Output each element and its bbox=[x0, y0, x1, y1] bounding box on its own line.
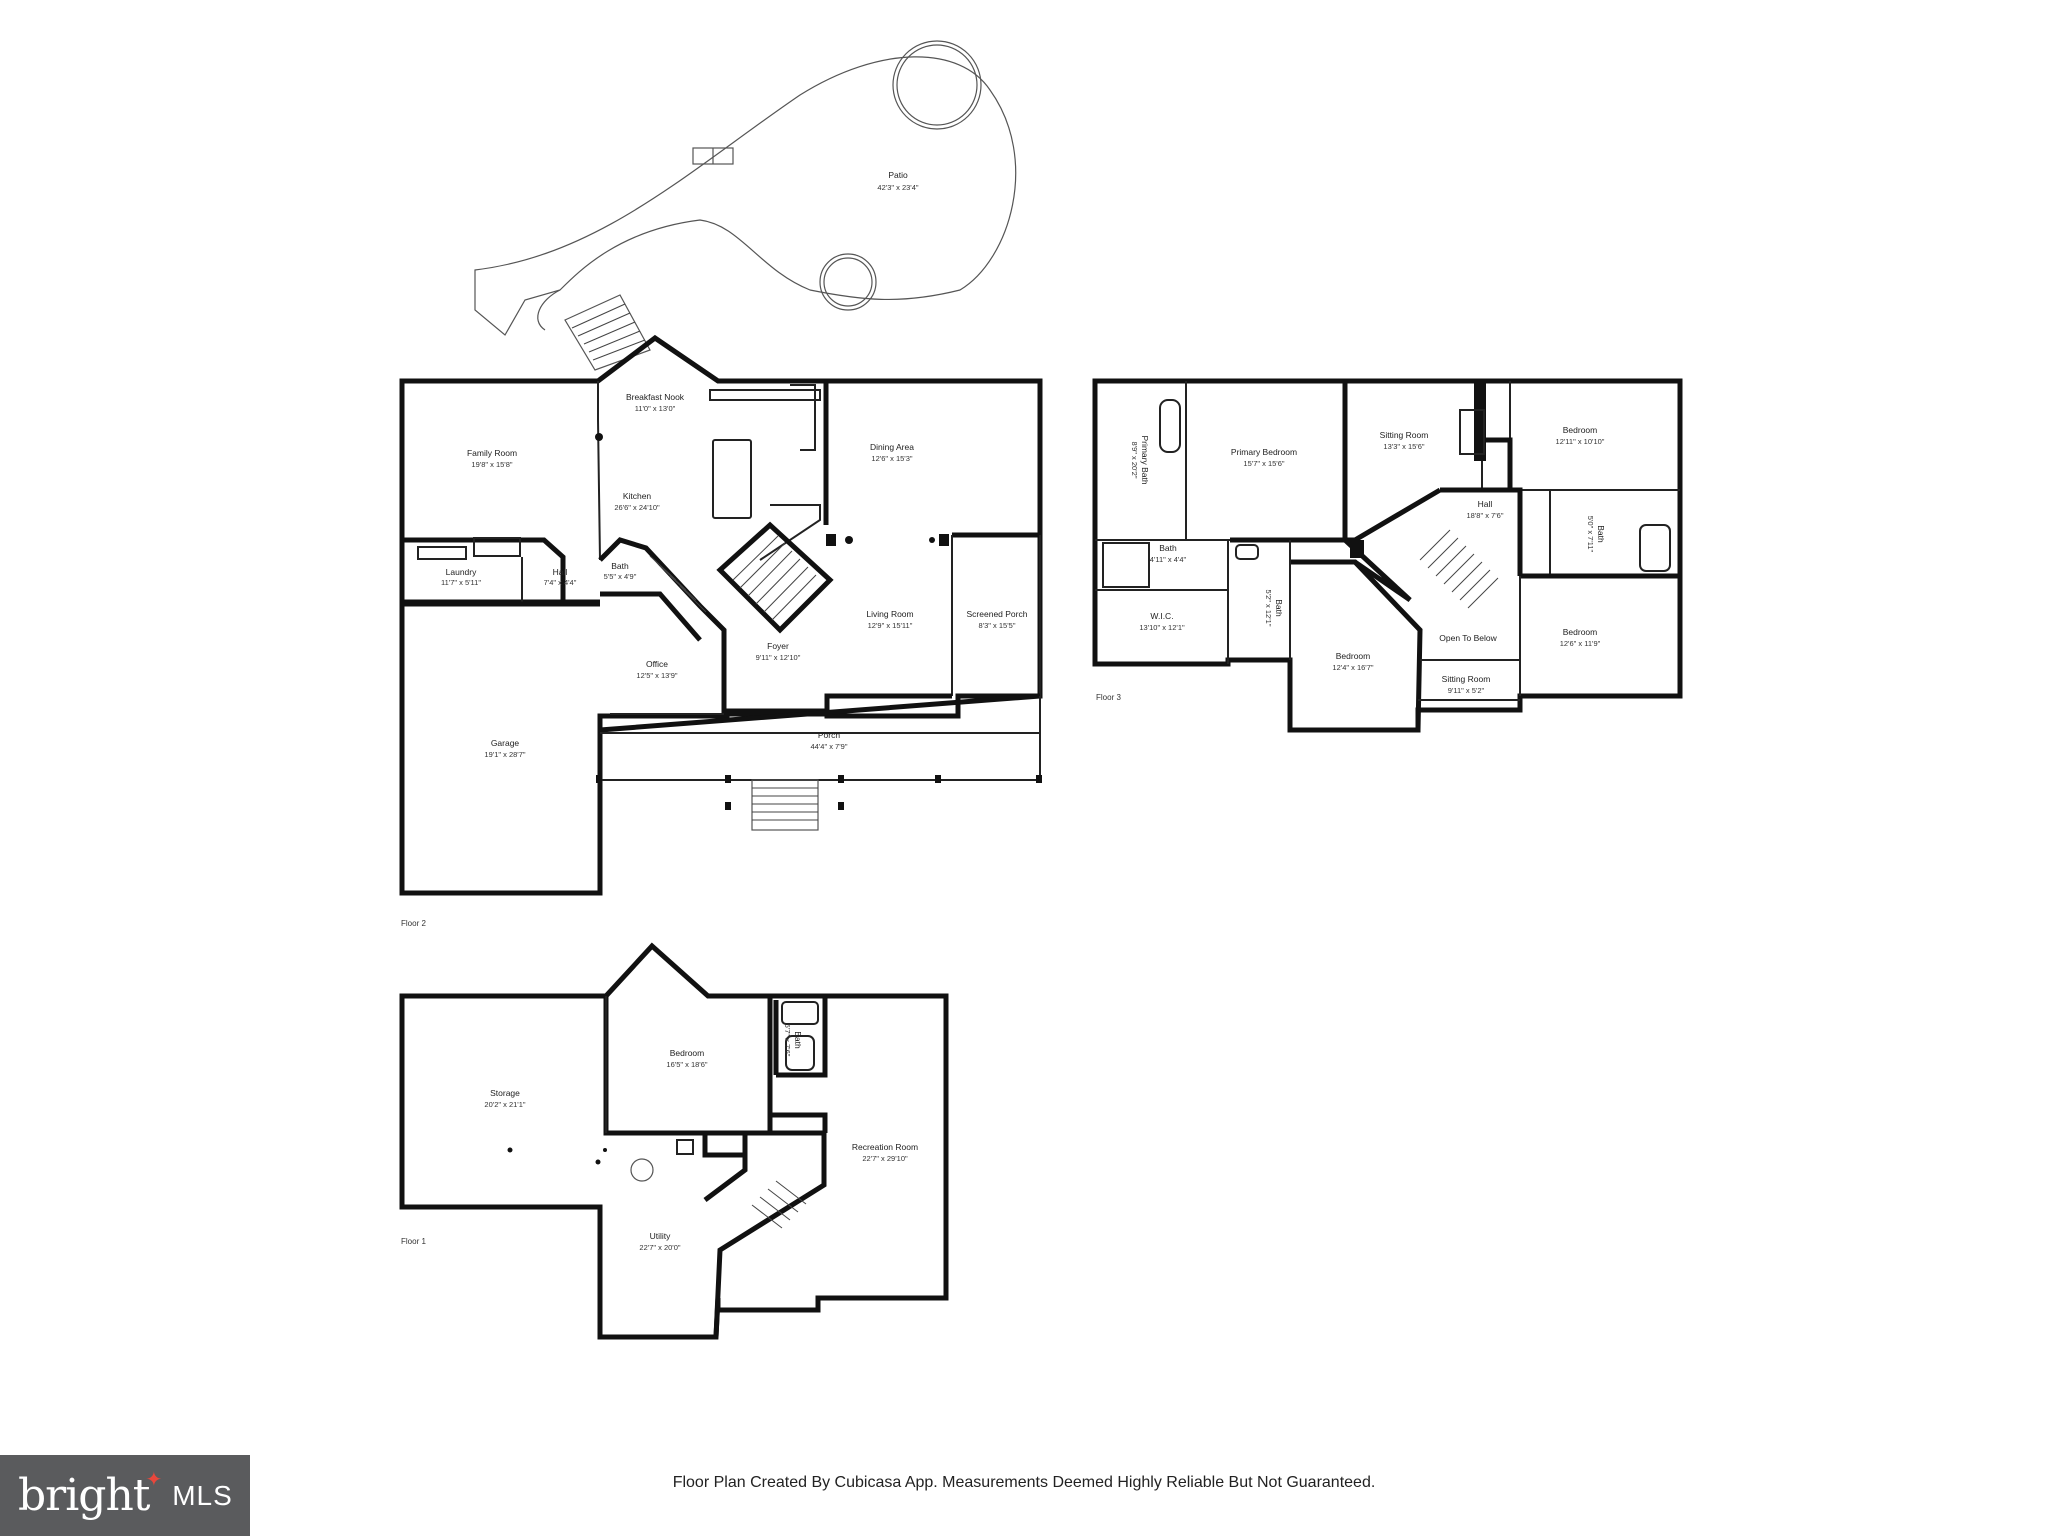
room-name-bath-f3-mid: Bath bbox=[1274, 599, 1284, 617]
room-name-bedroom-mid: Bedroom bbox=[1336, 651, 1371, 661]
floor-2-stairs bbox=[649, 535, 817, 621]
room-name-breakfast-nook: Breakfast Nook bbox=[626, 392, 685, 402]
room-dim-hall-f3: 18'8" x 7'6" bbox=[1467, 511, 1504, 520]
room-name-porch: Porch bbox=[818, 730, 840, 740]
room-dim-laundry: 11'7" x 5'11" bbox=[441, 578, 481, 587]
room-dim-foyer: 9'11" x 12'10" bbox=[756, 653, 801, 662]
patio-stairs bbox=[564, 294, 651, 371]
room-dim-bedroom-mid: 12'4" x 16'7" bbox=[1332, 663, 1373, 672]
floor-2-walls bbox=[399, 334, 1043, 896]
room-name-utility: Utility bbox=[650, 1231, 672, 1241]
patio-outline bbox=[474, 40, 1017, 336]
room-dim-hall-f2: 7'4" x 4'4" bbox=[544, 578, 577, 587]
room-name-sitting-room-upper: Sitting Room bbox=[1380, 430, 1429, 440]
room-dim-primary-bedroom: 15'7" x 15'6" bbox=[1243, 459, 1284, 468]
room-name-sitting-room-small: Sitting Room bbox=[1442, 674, 1491, 684]
room-name-hall-f2: Hall bbox=[553, 567, 568, 577]
room-dim-bedroom-f1: 16'5" x 18'6" bbox=[666, 1060, 707, 1069]
room-name-storage: Storage bbox=[490, 1088, 520, 1098]
logo-star-icon: ✦ bbox=[145, 1469, 163, 1491]
room-name-laundry: Laundry bbox=[446, 567, 477, 577]
room-name-open-to-below: Open To Below bbox=[1439, 633, 1497, 643]
room-dim-screened-porch: 8'3" x 15'5" bbox=[979, 621, 1016, 630]
room-dim-wic: 13'10" x 12'1" bbox=[1139, 623, 1185, 632]
room-label-primary-bath: Primary Bath 8'9" x 20'2" bbox=[1130, 435, 1150, 484]
floor-3-label: Floor 3 bbox=[1096, 693, 1121, 702]
floor-1-stairs bbox=[751, 1180, 807, 1229]
room-label-bath-f3-right: Bath 5'0" x 7'11" bbox=[1586, 516, 1606, 553]
room-name-screened-porch: Screened Porch bbox=[967, 609, 1028, 619]
room-name-living-room: Living Room bbox=[866, 609, 913, 619]
room-dim-living-room: 12'9" x 15'11" bbox=[868, 621, 913, 630]
room-label-bath-f3-mid: Bath 5'2" x 12'1" bbox=[1264, 590, 1284, 627]
room-dim-bath-f1: 5'7" x 7'6" bbox=[783, 1024, 792, 1057]
room-label-bath-f1: Bath 5'7" x 7'6" bbox=[783, 1024, 803, 1057]
room-name-bath-f3-right: Bath bbox=[1596, 525, 1606, 543]
room-name-bath-f2: Bath bbox=[611, 561, 629, 571]
room-name-bedroom-f1: Bedroom bbox=[670, 1048, 705, 1058]
room-dim-porch: 44'4" x 7'9" bbox=[811, 742, 848, 751]
room-name-bedroom-se: Bedroom bbox=[1563, 627, 1598, 637]
logo-brand-text: bright bbox=[18, 1470, 150, 1521]
room-dim-dining-area: 12'6" x 15'3" bbox=[871, 454, 912, 463]
room-dim-sitting-room-small: 9'11" x 5'2" bbox=[1448, 686, 1485, 695]
floor-2-label: Floor 2 bbox=[401, 919, 426, 928]
room-dim-bath-f3-right: 5'0" x 7'11" bbox=[1586, 516, 1595, 553]
room-dim-breakfast-nook: 11'0" x 13'0" bbox=[635, 404, 676, 413]
room-dim-utility: 22'7" x 20'0" bbox=[639, 1243, 680, 1252]
room-dim-storage: 20'2" x 21'1" bbox=[484, 1100, 525, 1109]
room-dim-kitchen: 26'6" x 24'10" bbox=[614, 503, 660, 512]
room-name-wic: W.I.C. bbox=[1150, 611, 1173, 621]
room-name-hall-f3: Hall bbox=[1478, 499, 1493, 509]
floor-1-label: Floor 1 bbox=[401, 1237, 426, 1246]
room-name-patio: Patio bbox=[888, 170, 908, 180]
room-name-office: Office bbox=[646, 659, 668, 669]
floor-plan-disclaimer: Floor Plan Created By Cubicasa App. Meas… bbox=[672, 1474, 1376, 1491]
room-name-recreation-room: Recreation Room bbox=[852, 1142, 918, 1152]
front-porch-steps bbox=[751, 779, 819, 831]
logo-suffix-text: MLS bbox=[172, 1479, 233, 1511]
room-name-dining-area: Dining Area bbox=[870, 442, 914, 452]
room-dim-bath-f3-small: 4'11" x 4'4" bbox=[1150, 555, 1187, 564]
room-name-kitchen: Kitchen bbox=[623, 491, 652, 501]
room-dim-family-room: 19'8" x 15'8" bbox=[471, 460, 512, 469]
room-dim-recreation-room: 22'7" x 29'10" bbox=[862, 1154, 908, 1163]
room-name-bath-f3-small: Bath bbox=[1159, 543, 1177, 553]
room-name-foyer: Foyer bbox=[767, 641, 789, 651]
room-dim-bedroom-ne: 12'11" x 10'10" bbox=[1556, 437, 1605, 446]
room-dim-bath-f2: 5'5" x 4'9" bbox=[604, 572, 637, 581]
room-name-primary-bath: Primary Bath bbox=[1140, 435, 1150, 484]
room-name-garage: Garage bbox=[491, 738, 520, 748]
room-dim-patio: 42'3" x 23'4" bbox=[877, 183, 918, 192]
room-name-primary-bedroom: Primary Bedroom bbox=[1231, 447, 1297, 457]
floor-3-walls bbox=[1092, 378, 1683, 733]
room-dim-sitting-room-upper: 13'3" x 15'6" bbox=[1383, 442, 1424, 451]
floor-3-stairs bbox=[1419, 529, 1499, 609]
bright-mls-logo: bright ✦ MLS bbox=[0, 1455, 250, 1536]
room-name-bath-f1: Bath bbox=[793, 1031, 803, 1049]
room-dim-bedroom-se: 12'6" x 11'9" bbox=[1560, 639, 1601, 648]
room-dim-bath-f3-mid: 5'2" x 12'1" bbox=[1264, 590, 1273, 627]
room-dim-primary-bath: 8'9" x 20'2" bbox=[1130, 442, 1139, 479]
room-dim-garage: 19'1" x 28'7" bbox=[484, 750, 525, 759]
room-name-family-room: Family Room bbox=[467, 448, 517, 458]
floor-1-walls bbox=[399, 942, 949, 1340]
room-name-bedroom-ne: Bedroom bbox=[1563, 425, 1598, 435]
room-dim-office: 12'5" x 13'9" bbox=[636, 671, 677, 680]
